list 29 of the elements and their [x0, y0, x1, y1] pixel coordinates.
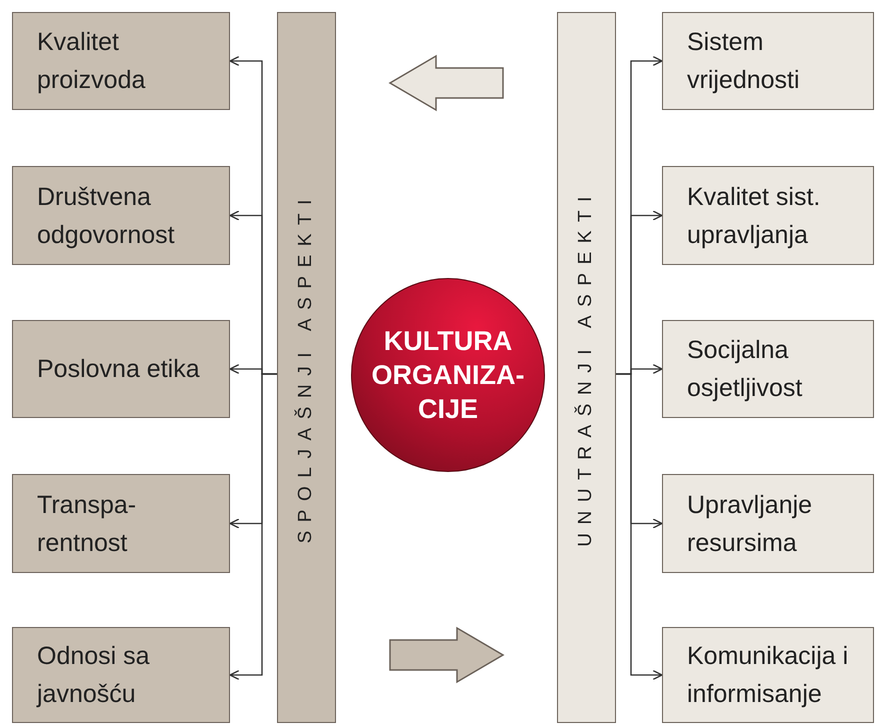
vertical-label: SPOLJAŠNJI ASPEKTI: [294, 191, 318, 544]
aspect-box: [662, 12, 874, 110]
box-label: Kvalitet proizvoda: [37, 27, 146, 96]
box-label: Poslovna etika: [37, 354, 200, 385]
box-label: Odnosi sa javnošću: [37, 641, 151, 710]
box-label: Društvena odgovornost: [37, 182, 176, 250]
vertical-bar: [277, 12, 336, 723]
aspect-box: [12, 166, 230, 265]
aspect-box: [12, 474, 230, 573]
box-label: Upravljanje resursima: [687, 490, 814, 558]
box-label: Transpa- rentnost: [37, 490, 138, 558]
connector-arrow: [616, 373, 663, 680]
aspect-box: [12, 627, 230, 723]
box-label: Socijalna osjetljivost: [687, 335, 804, 404]
block-arrow: [388, 54, 504, 112]
vertical-bar: [557, 12, 616, 723]
aspect-box: [12, 12, 230, 110]
box-label: Kvalitet sist. upravljanja: [687, 182, 822, 250]
aspect-box: [12, 320, 230, 418]
aspect-box: [662, 166, 874, 265]
aspect-box: [662, 474, 874, 573]
connector-arrow: [229, 373, 277, 680]
block-arrow: [389, 626, 504, 684]
box-label: Komunikacija i informisanje: [687, 641, 849, 710]
circle-label: KULTURA ORGANIZA- CIJE: [370, 325, 526, 426]
box-label: Sistem vrijednosti: [687, 27, 801, 96]
vertical-label: UNUTRAŠNJI ASPEKTI: [574, 188, 598, 547]
aspect-box: [662, 627, 874, 723]
aspect-box: [662, 320, 874, 418]
